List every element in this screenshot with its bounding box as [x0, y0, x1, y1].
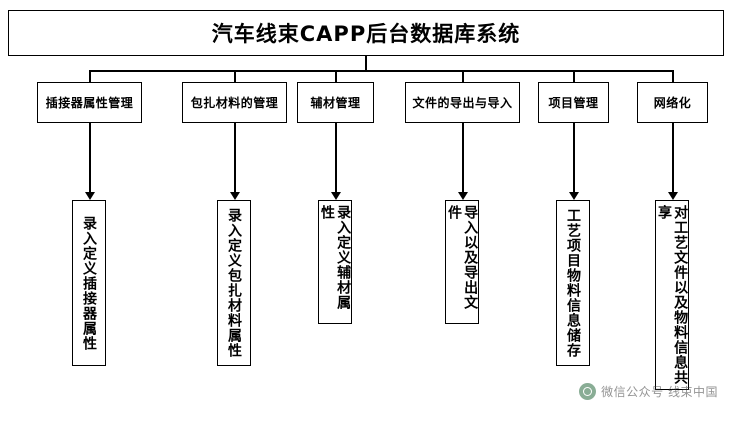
- module-box-connector-attributes: 插接器属性管理: [37, 82, 142, 123]
- detail-label-5: 工艺项目物料信息储存: [565, 208, 582, 358]
- arrow-line-2: [234, 123, 236, 193]
- detail-label-1: 录入定义插接器属性: [81, 215, 98, 351]
- module-box-wrapping-material: 包扎材料的管理: [182, 82, 287, 123]
- detail-box-project-management: 工艺项目物料信息储存: [556, 200, 590, 366]
- title-trunk-line: [365, 56, 367, 70]
- circle-logo-icon: [579, 383, 597, 400]
- distribution-bus-line: [89, 70, 673, 72]
- watermark-text: 微信公众号 线束中国: [601, 385, 718, 399]
- detail-label-6: 对工艺文件以及物料信息共享: [656, 205, 689, 385]
- module-label-3: 辅材管理: [310, 96, 361, 110]
- system-title-box: 汽车线束CAPP后台数据库系统: [8, 10, 724, 56]
- module-box-file-import-export: 文件的导出与导入: [405, 82, 520, 123]
- arrow-line-6: [672, 123, 674, 193]
- detail-label-4: 导入以及导出文件: [446, 205, 479, 310]
- arrow-line-4: [462, 123, 464, 193]
- drop-line-2: [234, 70, 236, 82]
- arrow-head-6: [668, 192, 678, 200]
- module-box-auxiliary-material: 辅材管理: [297, 82, 374, 123]
- module-label-2: 包扎材料的管理: [190, 96, 279, 110]
- arrow-line-3: [335, 123, 337, 193]
- arrow-line-5: [573, 123, 575, 193]
- arrow-head-1: [85, 192, 95, 200]
- arrow-head-3: [331, 192, 341, 200]
- detail-box-wrapping-material: 录入定义包扎材料属性: [217, 200, 251, 366]
- module-label-6: 网络化: [653, 96, 692, 110]
- watermark: 微信公众号 线束中国: [579, 383, 718, 400]
- module-box-networking: 网络化: [637, 82, 708, 123]
- detail-box-connector-attributes: 录入定义插接器属性: [72, 200, 106, 366]
- drop-line-6: [672, 70, 674, 82]
- module-label-5: 项目管理: [548, 96, 599, 110]
- arrow-head-2: [230, 192, 240, 200]
- drop-line-1: [89, 70, 91, 82]
- arrow-head-4: [458, 192, 468, 200]
- detail-label-3: 录入定义辅材属性: [319, 205, 352, 310]
- detail-box-auxiliary-material: 录入定义辅材属性: [318, 200, 352, 324]
- module-box-project-management: 项目管理: [538, 82, 609, 123]
- detail-box-networking: 对工艺文件以及物料信息共享: [655, 200, 689, 390]
- module-label-4: 文件的导出与导入: [412, 96, 513, 110]
- arrow-line-1: [89, 123, 91, 193]
- drop-line-5: [573, 70, 575, 82]
- system-title-label: 汽车线束CAPP后台数据库系统: [211, 22, 521, 46]
- drop-line-3: [335, 70, 337, 82]
- arrow-head-5: [569, 192, 579, 200]
- module-label-1: 插接器属性管理: [45, 96, 134, 110]
- detail-box-file-import-export: 导入以及导出文件: [445, 200, 479, 324]
- detail-label-2: 录入定义包扎材料属性: [226, 208, 243, 358]
- drop-line-4: [462, 70, 464, 82]
